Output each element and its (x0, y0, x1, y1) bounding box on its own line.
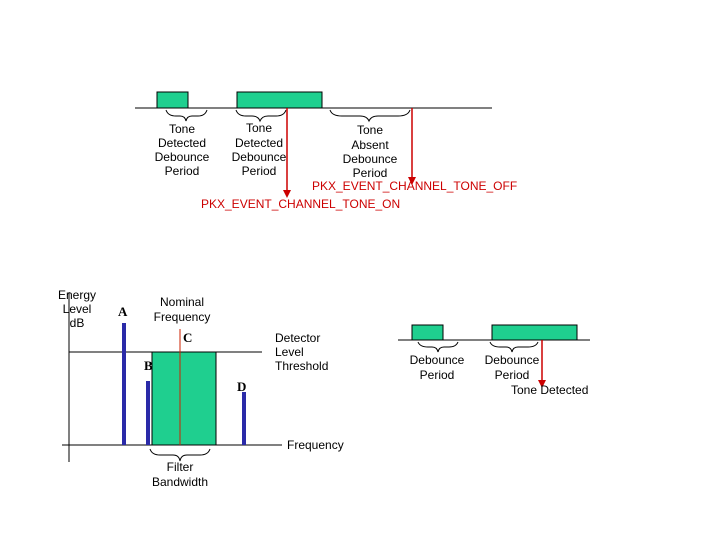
component-letter-c: C (183, 330, 192, 345)
threshold-label-line: Detector (275, 331, 320, 345)
debounce-brace-1 (165, 109, 208, 122)
period-label-2: Tone Detected Debounce Period (232, 121, 287, 178)
y-axis-label-line: Level (63, 302, 92, 316)
right-tone-pulse-1 (411, 324, 444, 341)
y-axis-label: Energy Level dB (58, 288, 96, 330)
bandwidth-label-line: Filter (167, 460, 194, 474)
tone-detected-label: Tone Detected (511, 383, 588, 397)
right-period-label-line: Period (420, 368, 455, 382)
period-label-line: Period (242, 164, 277, 178)
period-label-line: Tone (169, 122, 195, 136)
period-label-line: Absent (351, 138, 389, 152)
tone-pulse-1 (156, 91, 189, 109)
tone-pulse-2 (236, 91, 323, 109)
threshold-label-line: Threshold (275, 359, 328, 373)
period-label-line: Period (165, 164, 200, 178)
nominal-label-line: Frequency (154, 310, 211, 324)
component-bar-d (242, 392, 246, 445)
component-letter-a: A (118, 304, 128, 319)
component-bar-b (146, 381, 150, 445)
debounce-brace-3 (329, 109, 411, 123)
period-label-line: Debounce (343, 152, 398, 166)
debounce-brace-2 (235, 109, 287, 123)
component-letter-b: B (144, 358, 153, 373)
period-label-line: Tone (357, 123, 383, 137)
filter-passband (151, 351, 217, 446)
period-label-line: Debounce (232, 150, 287, 164)
x-axis-label: Frequency (287, 438, 344, 452)
right-period-label-line: Debounce (410, 353, 465, 367)
right-timing-diagram: Debounce Period Debounce Period Tone Det… (398, 324, 590, 397)
top-timing-diagram: Tone Detected Debounce Period Tone Detec… (135, 91, 517, 211)
nominal-frequency-label: Nominal Frequency (154, 295, 211, 324)
filter-bandwidth-brace (149, 448, 211, 462)
right-period-label-1: Debounce Period (410, 353, 465, 382)
tone-off-event-label: PKX_EVENT_CHANNEL_TONE_OFF (312, 179, 517, 193)
period-label-line: Debounce (155, 150, 210, 164)
component-letter-d: D (237, 379, 246, 394)
bandwidth-label-line: Bandwidth (152, 475, 208, 489)
filter-diagram: Energy Level dB Frequency A B C D Nomina… (58, 288, 344, 489)
right-tone-pulse-2 (491, 324, 578, 341)
component-bar-a (122, 323, 126, 445)
period-label-line: Period (353, 166, 388, 180)
detector-threshold-label: Detector Level Threshold (275, 331, 328, 373)
y-axis-label-line: dB (70, 316, 85, 330)
period-label-line: Detected (158, 136, 206, 150)
period-label-line: Tone (246, 121, 272, 135)
right-debounce-brace-1 (417, 341, 459, 353)
nominal-label-line: Nominal (160, 295, 204, 309)
right-debounce-brace-2 (489, 341, 539, 353)
tone-on-event-label: PKX_EVENT_CHANNEL_TONE_ON (201, 197, 400, 211)
filter-bandwidth-label: Filter Bandwidth (152, 460, 208, 489)
period-label-3: Tone Absent Debounce Period (343, 123, 398, 180)
right-period-label-line: Debounce (485, 353, 540, 367)
period-label-1: Tone Detected Debounce Period (155, 122, 210, 178)
y-axis-label-line: Energy (58, 288, 96, 302)
right-period-label-line: Period (495, 368, 530, 382)
right-period-label-2: Debounce Period (485, 353, 540, 382)
period-label-line: Detected (235, 136, 283, 150)
threshold-label-line: Level (275, 345, 304, 359)
